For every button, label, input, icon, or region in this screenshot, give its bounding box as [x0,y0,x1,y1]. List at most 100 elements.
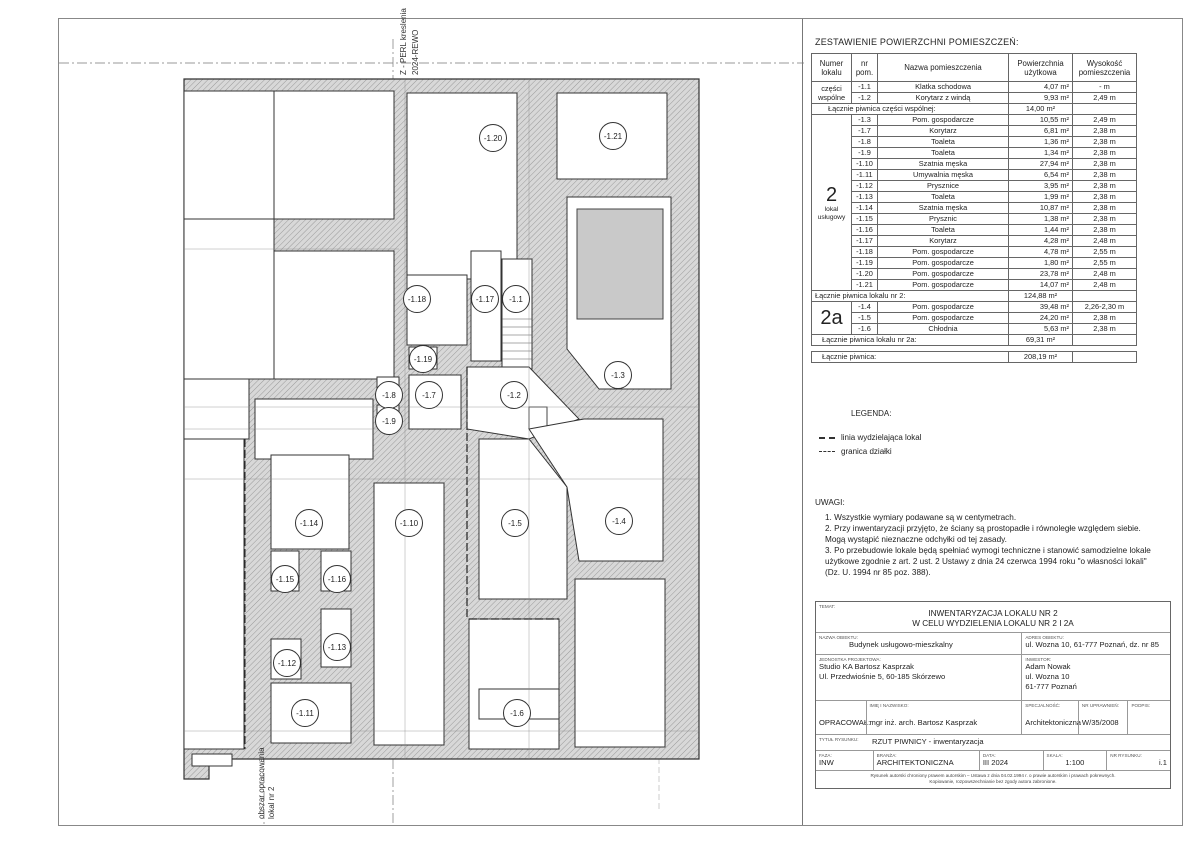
note-line: użytkowe zgodnie z art. 2 ust. 2 Ustawy … [825,557,1147,566]
field-label: SKALA: [1046,753,1063,758]
room-label: -1.4 [605,507,633,535]
field-label: SPECJALNOŚĆ: [1025,703,1061,708]
table-cell: 6,81 m² [1008,125,1073,137]
unit-type: lokal usługowy [817,205,846,221]
room-label: -1.6 [503,699,531,727]
edge-label-top-b: 2024-REWO [411,29,420,75]
room-label: -1.7 [415,381,443,409]
table-cell: Toaleta [877,147,1009,159]
field-label: FAZA: [819,753,832,758]
unit-number: 2 [825,183,838,206]
table-cell: Korytarz [877,125,1009,137]
investor-name: Adam Nowak [1025,662,1071,671]
table-cell: 2,48 m [1072,235,1137,247]
legend-label: linia wydzielająca lokal [841,433,922,442]
table-cell: 1,44 m² [1008,224,1073,236]
room-label: -1.8 [375,381,403,409]
table-cell: -1.13 [851,191,878,203]
table-cell: -1.16 [851,224,878,236]
table-title: ZESTAWIENIE POWIERZCHNI POMIESZCZEŃ: [815,37,1019,47]
author-specialty: Architektoniczna [1025,718,1082,727]
table-cell: Umywalnia męska [877,169,1009,181]
table-cell: 2,48 m [1072,268,1137,280]
table-cell: 24,20 m² [1008,312,1073,324]
table-cell: Pom. gospodarcze [877,301,1009,313]
table-cell: -1.1 [851,81,878,93]
table-cell: -1.20 [851,268,878,280]
table-cell: Pom. gospodarcze [877,246,1009,258]
room-label: -1.13 [323,633,351,661]
subtotal-row: Łącznie piwnica lokalu nr 2:124,88 m² [811,290,1137,302]
table-cell: 2,38 m [1072,158,1137,170]
table-cell: 3,95 m² [1008,180,1073,192]
table-cell: 14,07 m² [1008,279,1073,291]
table-cell: 27,94 m² [1008,158,1073,170]
table-cell: -1.7 [851,125,878,137]
table-cell: -1.11 [851,169,878,181]
table-cell: Korytarz [877,235,1009,247]
room-label: -1.9 [375,407,403,435]
table-cell: 2,38 m [1072,224,1137,236]
floor-plan: Z - PERL kreslenia 2024-REWO obszar opra… [59,8,804,825]
table-cell: 39,48 m² [1008,301,1073,313]
table-cell [1072,351,1137,363]
table-cell: 14,00 m² [1008,103,1073,115]
field-label: TYTUŁ RYSUNKU: [819,737,859,742]
table-cell: 2,38 m [1072,169,1137,181]
note-line: (Dz. U. 1994 nr 85 poz. 388). [825,568,931,577]
table-cell: -1.3 [851,114,878,126]
total-row: Łącznie piwnica:208,19 m² [811,351,1137,363]
table-cell: 23,78 m² [1008,268,1073,280]
author-name: mgr inż. arch. Bartosz Kasprzak [869,718,978,727]
table-header-row: Numer lokalu nr pom. Nazwa pomieszczenia… [811,53,1137,82]
field-label: NR RYSUNKU: [1110,753,1142,758]
drawing-number: i.1 [1158,758,1167,767]
table-cell: 10,55 m² [1008,114,1073,126]
header-cell: Nazwa pomieszczenia [877,53,1009,82]
table-cell: Pom. gospodarcze [877,268,1009,280]
table-cell: 2,38 m [1072,136,1137,148]
note-line: 1. Wszystkie wymiary podawane są w centy… [825,513,1017,522]
table-cell: -1.2 [851,92,878,104]
table-cell: -1.5 [851,312,878,324]
note-line: 2. Przy inwentaryzacji przyjęto, że ścia… [825,524,1141,533]
table-cell: Pom. gospodarcze [877,312,1009,324]
author-license: W/35/2008 [1081,718,1119,727]
room-areas-table: Numer lokalu nr pom. Nazwa pomieszczenia… [811,53,1137,363]
table-cell: -1.8 [851,136,878,148]
room-label: -1.1 [502,285,530,313]
header-cell: Wysokość pomieszczenia [1072,53,1137,82]
table-cell: 4,78 m² [1008,246,1073,258]
table-cell: 2,38 m [1072,312,1137,324]
table-cell: -1.18 [851,246,878,258]
field-label: OPRACOWAŁ: [819,718,871,727]
info-panel: ZESTAWIENIE POWIERZCHNI POMIESZCZEŃ: Num… [802,19,1183,825]
table-cell: Łącznie piwnica części wspólnej: [811,103,1009,115]
table-cell: Klatka schodowa [877,81,1009,93]
room-label: -1.14 [295,509,323,537]
investor-street: ul. Wozna 10 [1025,672,1070,681]
room-label: -1.17 [471,285,499,313]
field-label: ADRES OBIEKTU: [1025,635,1064,640]
investor-city: 61-777 Poznań [1025,682,1077,691]
table-cell: -1.6 [851,323,878,335]
table-cell: Pom. gospodarcze [877,279,1009,291]
table-cell: 2,38 m [1072,323,1137,335]
table-cell: Prysznic [877,213,1009,225]
discipline: ARCHITEKTONICZNA [876,758,954,767]
design-unit-name: Studio KA Bartosz Kasprzak [819,662,914,671]
